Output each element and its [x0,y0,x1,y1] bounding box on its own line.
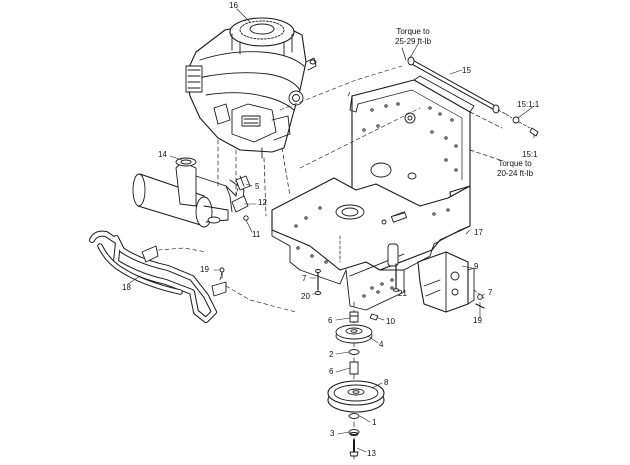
clamp-part-12 [232,196,248,212]
callout-14: 14 [158,150,167,159]
callout-12: 12 [258,198,267,207]
bolt-part-10 [370,314,378,320]
callout-2: 2 [329,350,334,359]
callout-9: 9 [474,262,479,271]
muffler-part-14 [133,158,244,227]
callout-19-right: 19 [473,316,482,325]
frame-part-17 [272,76,474,310]
spacer-part-6-top [350,312,358,322]
callout-1: 1 [372,418,377,427]
callout-11: 11 [252,230,261,239]
torque-note-top-line2: 25-29 ft-lb [395,36,432,46]
callout-5: 5 [255,182,260,191]
washer-part-3 [349,430,359,436]
bolt-part-13 [350,440,358,456]
callout-21: 21 [398,289,407,298]
callout-7-right: 7 [488,288,493,297]
callout-3: 3 [330,429,335,438]
callout-15: 15 [462,66,471,75]
engine-part-16 [186,18,316,158]
control-bar-part-18 [92,234,226,320]
callout-6-top: 6 [328,316,333,325]
nut-part-11 [244,216,248,220]
callout-6-bottom: 6 [329,367,334,376]
callout-10: 10 [386,317,395,326]
clamp-part-5 [236,176,250,190]
pulley-part-4 [336,325,372,343]
callout-18: 18 [122,283,131,292]
torque-note-bottom-line2: 20-24 ft-lb [497,168,534,178]
callout-20: 20 [301,292,310,301]
washer-part-1 [349,414,359,419]
bolt-part-7-20-left [315,270,321,295]
spacer-part-6-bottom [350,362,358,374]
shaft-part-15 [408,57,538,136]
washer-part-2 [349,350,359,355]
leader-lines [128,9,534,452]
callout-8: 8 [384,378,389,387]
callout-16: 16 [229,1,238,10]
pulley-part-8 [328,381,384,412]
bolt-part-19-left [220,268,224,278]
callout-4: 4 [379,340,384,349]
callout-15-1-1: 15:1:1 [517,100,540,109]
torque-note-bottom: Torque to 20-24 ft-lb [497,159,533,178]
torque-note-bottom-line1: Torque to [498,159,532,168]
callout-7-left: 7 [302,274,307,283]
callout-13: 13 [367,449,376,458]
bracket-part-9 [418,252,484,312]
torque-note-top: Torque to 25-29 ft-lb [395,27,431,46]
callout-15-1: 15:1 [522,150,538,159]
callout-17: 17 [474,228,483,237]
callout-19-left: 19 [200,265,209,274]
torque-note-top-line1: Torque to [396,27,430,36]
